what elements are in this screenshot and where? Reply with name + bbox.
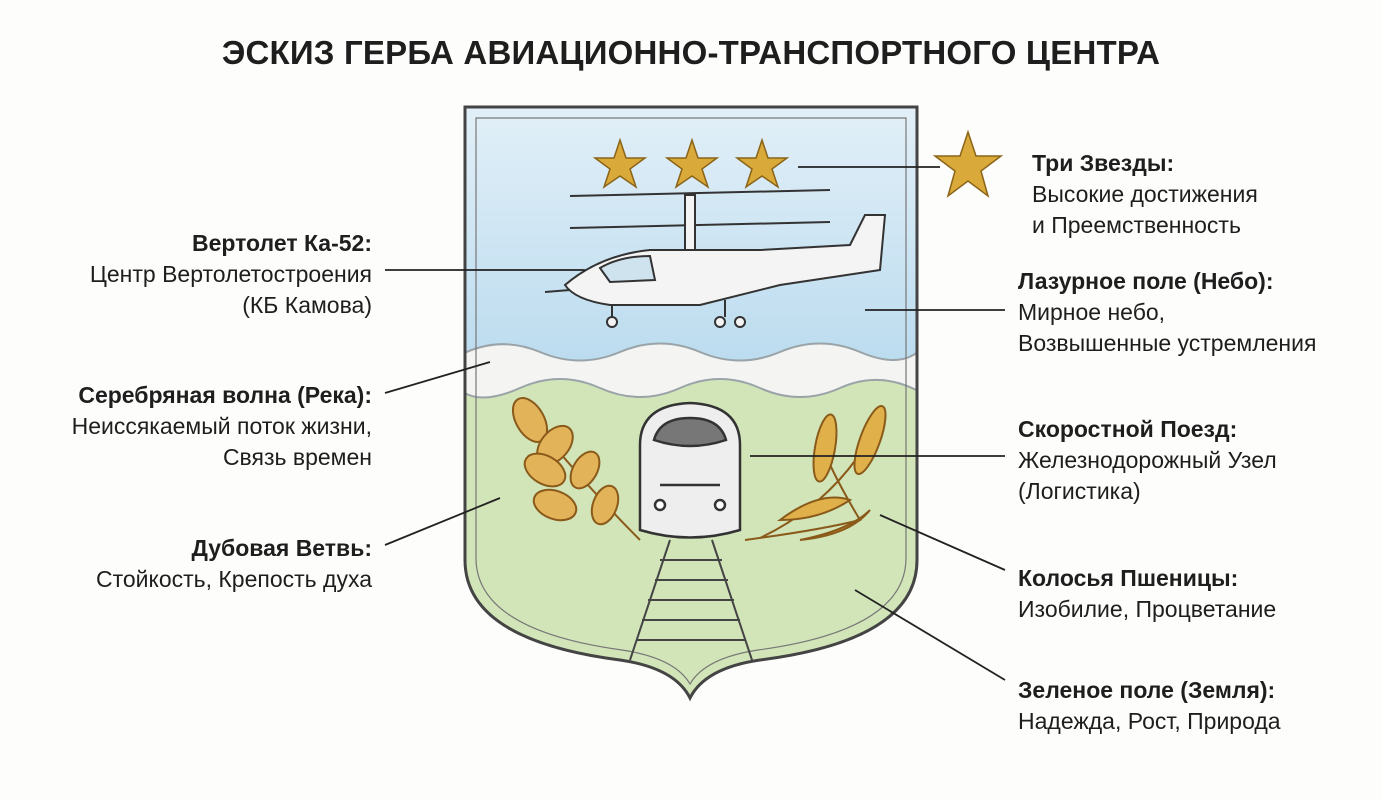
label-text: Неиссякаемый поток жизни,	[71, 413, 372, 439]
label-silver-wave: Серебряная волна (Река): Неиссякаемый по…	[72, 380, 372, 473]
label-azure-field: Лазурное поле (Небо): Мирное небо, Возвы…	[1018, 266, 1316, 359]
shield-outline	[463, 105, 919, 702]
label-heading: Вертолет Ка-52:	[191, 230, 372, 256]
high-speed-train	[638, 401, 742, 539]
wheat-ears	[744, 404, 887, 541]
label-heading: Серебряная волна (Река):	[78, 382, 372, 408]
star-icon	[592, 129, 1004, 198]
label-text: Возвышенные устремления	[1018, 330, 1317, 356]
label-text: Мирное небо,	[1018, 299, 1166, 325]
label-green-field: Зеленое поле (Земля): Надежда, Рост, При…	[1018, 675, 1281, 737]
label-text: Железнодорожный Узел	[1018, 447, 1277, 473]
railway-tracks	[629, 539, 753, 661]
label-heading: Зеленое поле (Земля):	[1018, 677, 1276, 703]
silver-wave	[465, 342, 917, 399]
label-text: (Логистика)	[1018, 478, 1141, 504]
label-heading: Колосья Пшеницы:	[1018, 565, 1239, 591]
label-oak-branch: Дубовая Ветвь: Стойкость, Крепость духа	[96, 533, 372, 595]
label-three-stars: Три Звезды: Высокие достижения и Преемст…	[1032, 148, 1258, 241]
label-helicopter: Вертолет Ка-52: Центр Вертолетостроения …	[90, 228, 372, 321]
label-text: Стойкость, Крепость духа	[95, 566, 372, 592]
label-text: и Преемственность	[1032, 212, 1241, 238]
label-heading: Три Звезды:	[1032, 150, 1175, 176]
label-text: (КБ Камова)	[242, 292, 372, 318]
label-heading: Лазурное поле (Небо):	[1018, 268, 1274, 294]
helicopter-ka52	[544, 189, 887, 328]
label-wheat: Колосья Пшеницы: Изобилие, Процветание	[1018, 563, 1276, 625]
label-text: Высокие достижения	[1032, 181, 1258, 207]
leader-lines	[384, 166, 1006, 681]
diagram-title: ЭСКИЗ ГЕРБА АВИАЦИОННО-ТРАНСПОРТНОГО ЦЕН…	[221, 34, 1161, 71]
label-text: Связь времен	[222, 444, 372, 470]
label-text: Изобилие, Процветание	[1018, 596, 1277, 622]
label-heading: Скоростной Поезд:	[1018, 416, 1238, 442]
label-heading: Дубовая Ветвь:	[191, 535, 372, 561]
label-text: Надежда, Рост, Природа	[1018, 708, 1281, 734]
label-text: Центр Вертолетостроения	[89, 261, 372, 287]
oak-branch	[511, 397, 641, 541]
label-train: Скоростной Поезд: Железнодорожный Узел (…	[1018, 414, 1277, 507]
